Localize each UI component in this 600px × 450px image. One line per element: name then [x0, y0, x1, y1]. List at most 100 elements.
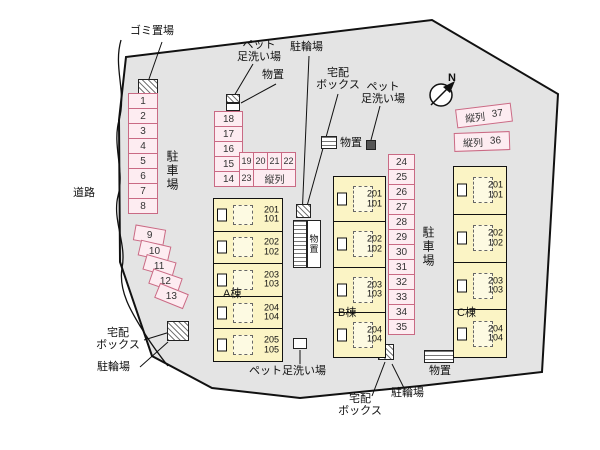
parking-space: 20 [253, 152, 268, 170]
parking-space: 5 [128, 153, 158, 169]
compass-n-label: N [448, 72, 456, 84]
tandem-parking-19-23: 19 20 21 22 23 縦列 [239, 152, 296, 187]
parking-space: 3 [128, 123, 158, 139]
pet-wash-bottom-box [293, 338, 307, 349]
parking-space: 8 [128, 198, 158, 214]
entrance-box [217, 338, 227, 352]
parking-space: 30 [388, 244, 415, 260]
label-pet-wash-right: ペット 足洗い場 [361, 81, 405, 105]
parking-space: 22 [281, 152, 296, 170]
parking-space: 23 [239, 169, 254, 187]
parking-space: 18 [214, 111, 243, 127]
pet-wash-right-box [366, 140, 376, 150]
entrance-box [457, 183, 467, 197]
parking-space: 34 [388, 304, 415, 320]
tandem-label: 縦列 [464, 111, 486, 126]
compass-icon [429, 81, 455, 107]
tandem-label: 縦列 [253, 169, 296, 187]
parking-space: 19 [239, 152, 254, 170]
label-pet-wash-top: ペット 足洗い場 [237, 39, 281, 63]
stair-dashed-box [473, 225, 493, 252]
stair-dashed-box [353, 276, 373, 303]
label-bike-parking-bottom-left: 駐輪場 [97, 361, 130, 373]
building-c-name: C棟 [457, 307, 476, 319]
stair-dashed-box [233, 204, 253, 225]
parking-space: 31 [388, 259, 415, 275]
delivery-box-mid [296, 204, 311, 218]
parking-space: 28 [388, 214, 415, 230]
label-storage-top: 物置 [262, 69, 284, 81]
entrance-box [217, 208, 227, 222]
stair-dashed-box [473, 177, 493, 204]
label-delivery-box-bottom-mid: 宅配 ボックス [338, 393, 382, 417]
parking-column-1-8: 1 2 3 4 5 6 7 8 [128, 93, 158, 214]
entrance-box [217, 306, 227, 320]
stair-dashed-box [473, 320, 493, 347]
parking-space: 7 [128, 183, 158, 199]
parking-space: 35 [388, 319, 415, 335]
entrance-box [217, 273, 227, 287]
parking-space: 1 [128, 93, 158, 109]
building-b-name: B棟 [338, 307, 357, 319]
stair-dashed-box [353, 231, 373, 258]
entrance-box [457, 327, 467, 341]
entrance-box [337, 283, 347, 297]
stair-dashed-box [233, 269, 253, 290]
parking-space: 17 [214, 126, 243, 142]
parking-space: 37 [491, 107, 504, 120]
label-garbage-area: ゴミ置場 [130, 25, 174, 37]
leader-lines [139, 41, 405, 397]
storage-bottom-box [424, 350, 454, 363]
parking-space: 27 [388, 199, 415, 215]
parking-space: 25 [388, 169, 415, 185]
label-road: 道路 [73, 187, 95, 199]
tandem-parking-36: 縦列 36 [453, 131, 511, 152]
parking-column-14-18: 18 17 16 15 14 [214, 111, 243, 187]
parking-space: 2 [128, 108, 158, 124]
entrance-box [337, 237, 347, 251]
parking-space: 14 [214, 171, 243, 187]
parking-space: 29 [388, 229, 415, 245]
pet-wash-top-box [226, 94, 240, 103]
entrance-box [337, 328, 347, 342]
label-storage-mid: 物置 [340, 137, 362, 149]
storage-top-box [226, 103, 240, 111]
parking-space: 24 [388, 154, 415, 170]
entrance-box [457, 279, 467, 293]
label-bike-parking-top: 駐輪場 [290, 41, 323, 53]
parking-space: 26 [388, 184, 415, 200]
storage-between-box: 物置 [307, 220, 321, 268]
label-parking-lot-left: 駐車場 [165, 150, 179, 192]
bike-parking-strip [293, 220, 307, 268]
storage-between-label: 物置 [308, 234, 319, 254]
stair-dashed-box [233, 335, 253, 356]
label-bike-parking-bottom-mid: 駐輪場 [391, 387, 424, 399]
